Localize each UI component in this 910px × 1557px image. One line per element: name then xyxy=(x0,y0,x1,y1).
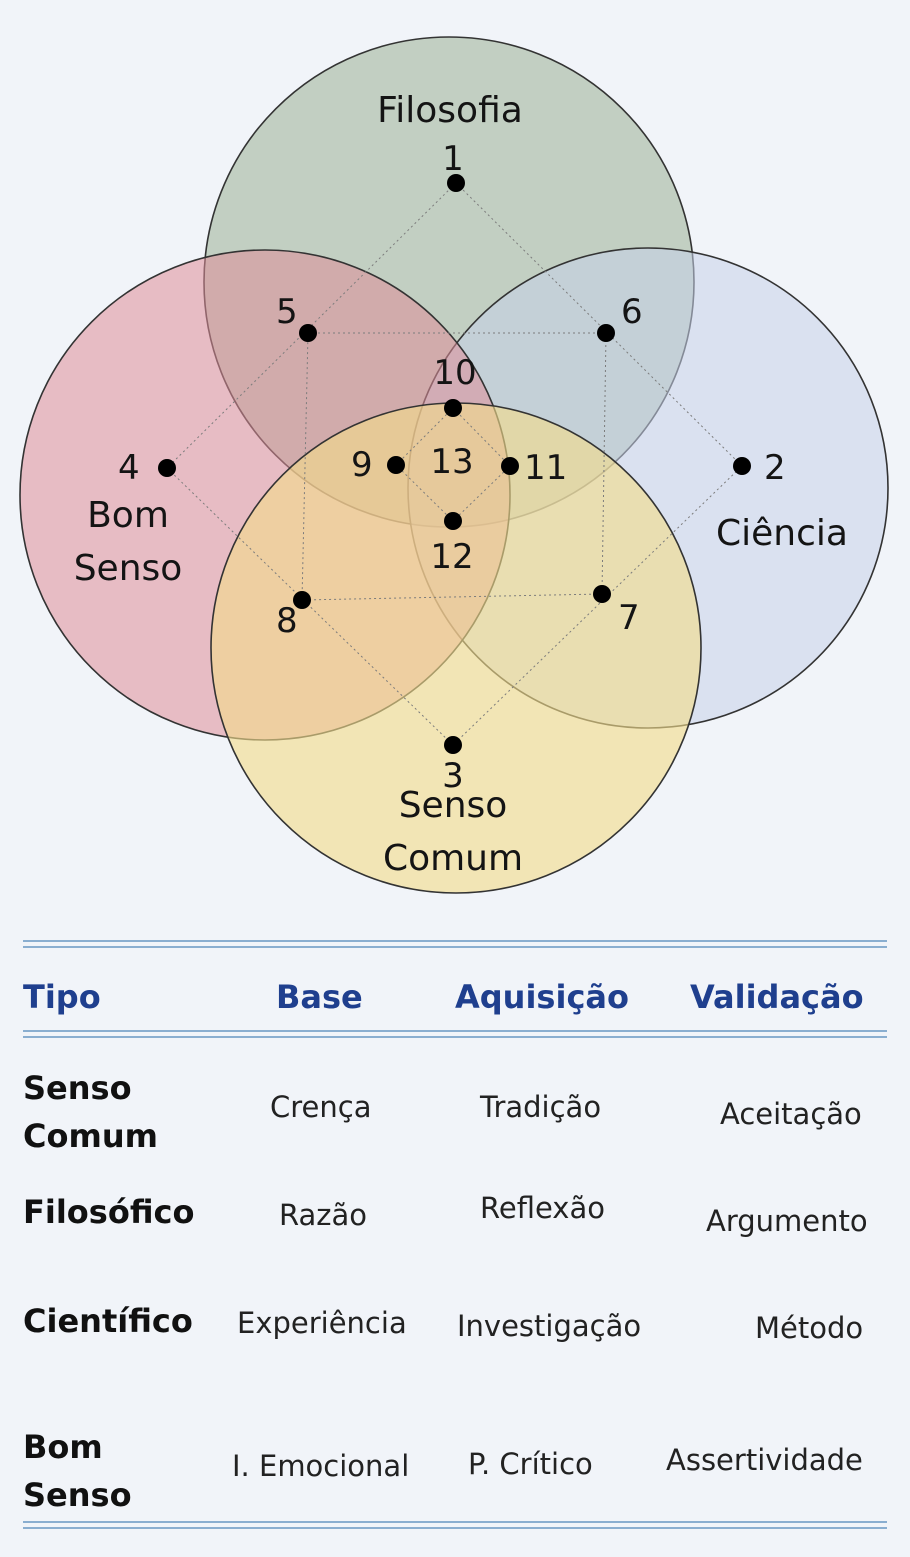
cell-base: Razão xyxy=(279,1198,368,1232)
cell-aquisicao: Reflexão xyxy=(480,1191,605,1225)
point-label-2: 2 xyxy=(764,448,786,488)
point-label-13: 13 xyxy=(430,442,473,482)
label-ciencia: Ciência xyxy=(716,513,848,554)
point-10 xyxy=(444,399,462,417)
header-tipo: Tipo xyxy=(23,978,101,1016)
point-label-10: 10 xyxy=(433,353,476,393)
point-9 xyxy=(387,456,405,474)
row-head: Filosófico xyxy=(23,1193,195,1231)
point-label-3: 3 xyxy=(442,756,464,796)
header-validacao: Validação xyxy=(690,978,864,1016)
table-header-rule xyxy=(23,1030,887,1038)
row-head: Científico xyxy=(23,1302,193,1340)
point-2 xyxy=(733,457,751,475)
row-head: Bom Senso xyxy=(23,1428,132,1514)
point-3 xyxy=(444,736,462,754)
header-base: Base xyxy=(276,978,363,1016)
point-label-6: 6 xyxy=(621,292,643,332)
point-8 xyxy=(293,591,311,609)
table-bottom-rule xyxy=(23,1521,887,1529)
point-1 xyxy=(447,174,465,192)
label-bom-senso-2: Senso xyxy=(74,548,183,589)
label-filosofia: Filosofia xyxy=(377,90,523,131)
cell-base: Crença xyxy=(270,1090,372,1124)
point-5 xyxy=(299,324,317,342)
header-aquisicao: Aquisição xyxy=(455,978,629,1016)
point-12 xyxy=(444,512,462,530)
point-11 xyxy=(501,457,519,475)
cell-aquisicao: P. Crítico xyxy=(468,1447,593,1481)
table-top-rule xyxy=(23,940,887,948)
point-7 xyxy=(593,585,611,603)
cell-aquisicao: Investigação xyxy=(457,1309,642,1343)
cell-base: Experiência xyxy=(237,1306,407,1340)
point-label-9: 9 xyxy=(351,445,373,485)
cell-validacao: Argumento xyxy=(706,1204,868,1238)
point-label-5: 5 xyxy=(276,292,298,332)
point-label-11: 11 xyxy=(524,448,567,488)
point-label-8: 8 xyxy=(276,601,298,641)
cell-base: I. Emocional xyxy=(232,1449,410,1483)
label-senso-comum-1: Senso xyxy=(399,785,508,826)
venn-diagram: 1 2 3 4 5 6 7 8 9 10 11 12 13 Filosofia … xyxy=(19,36,889,894)
row-head: Senso Comum xyxy=(23,1069,158,1155)
cell-validacao: Assertividade xyxy=(666,1443,863,1477)
cell-validacao: Aceitação xyxy=(720,1097,862,1131)
label-bom-senso-1: Bom xyxy=(87,495,169,536)
cell-aquisicao: Tradição xyxy=(480,1090,602,1124)
point-6 xyxy=(597,324,615,342)
point-label-12: 12 xyxy=(430,537,473,577)
point-label-4: 4 xyxy=(118,448,140,488)
point-4 xyxy=(158,459,176,477)
cell-validacao: Método xyxy=(755,1311,864,1345)
point-label-7: 7 xyxy=(618,598,640,638)
label-senso-comum-2: Comum xyxy=(383,838,523,879)
point-label-1: 1 xyxy=(442,139,464,179)
